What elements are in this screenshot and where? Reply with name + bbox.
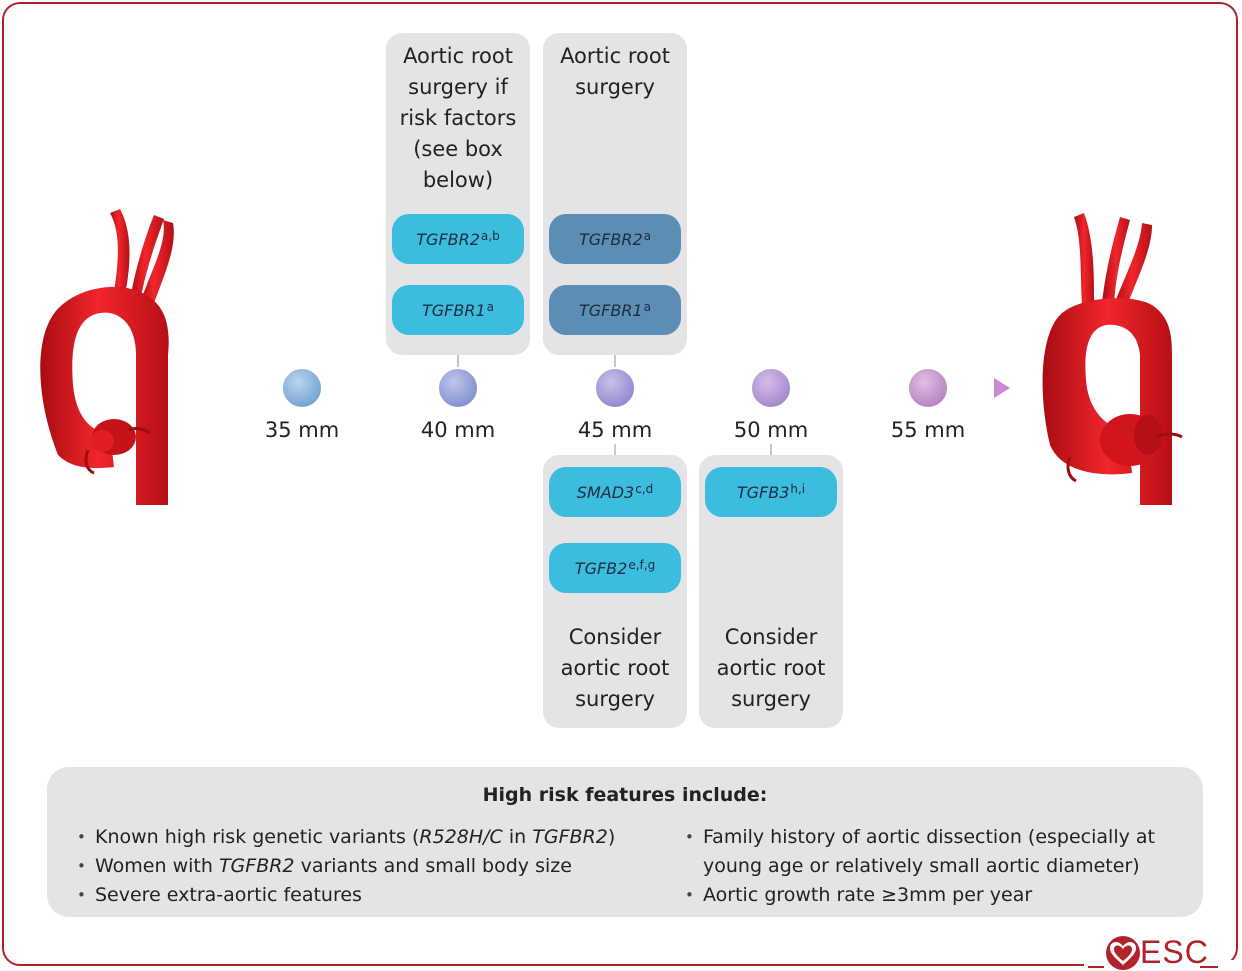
aorta-left-illustration (40, 209, 174, 505)
footer-line: Consider (724, 625, 818, 649)
esc-heart-logo (1088, 935, 1218, 971)
high-risk-right-list: Family history of aortic dissection (esp… (683, 823, 1193, 910)
heading-line: surgery (575, 75, 655, 99)
aorta-right-illustration (1042, 213, 1183, 505)
heading-line: Aortic root (560, 44, 670, 68)
gene-footnote: a,b (480, 229, 500, 243)
timeline-label-55mm: 55 mm (890, 418, 966, 442)
heading-line: surgery if (408, 75, 508, 99)
column-40mm-heading: Aortic root surgery if risk factors (see… (386, 41, 530, 196)
heading-line: risk factors (399, 106, 517, 130)
text: ) (607, 826, 616, 848)
text-italic: TGFBR2 (532, 826, 608, 848)
high-risk-features-box: High risk features include: Known high r… (47, 767, 1203, 917)
text: in (502, 826, 533, 848)
gene-name: TGFB3 (736, 482, 790, 502)
gene-footnote: a (486, 300, 494, 314)
text: Severe extra-aortic features (95, 884, 362, 906)
timeline-label-50mm: 50 mm (733, 418, 809, 442)
list-item: Women with TGFBR2 variants and small bod… (75, 852, 695, 881)
heading-line: (see box (413, 137, 503, 161)
text: Known high risk genetic variants ( (95, 826, 420, 848)
timeline-label-35mm: 35 mm (264, 418, 340, 442)
high-risk-title: High risk features include: (482, 784, 768, 806)
text: Women with (95, 855, 219, 877)
heading-line: Aortic root (403, 44, 513, 68)
column-45mm-heading: Aortic root surgery (543, 41, 687, 103)
gene-footnote: a (643, 229, 651, 243)
high-risk-left-list: Known high risk genetic variants (R528H/… (75, 823, 695, 910)
column-45mm-footer: Consider aortic root surgery (543, 622, 687, 715)
list-item: Family history of aortic dissection (esp… (683, 823, 1193, 881)
timeline-label-45mm: 45 mm (577, 418, 653, 442)
text-italic: R528H/C (419, 826, 503, 848)
footer-line: surgery (575, 687, 655, 711)
column-40mm-panel: Aortic root surgery if risk factors (see… (386, 33, 530, 355)
text-italic: TGFBR2 (218, 855, 295, 877)
footer-line: aortic root (560, 656, 670, 680)
list-item: Severe extra-aortic features (75, 881, 695, 910)
gene-name: TGFBR2 (416, 229, 480, 249)
column-50mm-footer: Consider aortic root surgery (699, 622, 843, 715)
gene-name: TGFB2 (574, 558, 628, 578)
gene-name: TGFBR2 (578, 229, 643, 249)
gene-footnote: c,d (635, 482, 654, 496)
gene-name: TGFBR1 (421, 300, 486, 320)
footer-line: aortic root (716, 656, 826, 680)
timeline-label-40mm: 40 mm (420, 418, 496, 442)
list-item: Aortic growth rate ≥3mm per year (683, 881, 1193, 910)
text: variants and small body size (294, 855, 572, 877)
gene-name: SMAD3 (576, 482, 635, 502)
heading-line: below) (422, 168, 494, 192)
gene-footnote: a (643, 300, 651, 314)
footer-line: Consider (568, 625, 662, 649)
gene-footnote: h,i (790, 482, 806, 496)
gene-footnote: e,f,g (628, 558, 656, 572)
footer-line: surgery (731, 687, 811, 711)
list-item: Known high risk genetic variants (R528H/… (75, 823, 695, 852)
gene-name: TGFBR1 (578, 300, 643, 320)
esc-logo-text: ESC (1140, 934, 1209, 970)
